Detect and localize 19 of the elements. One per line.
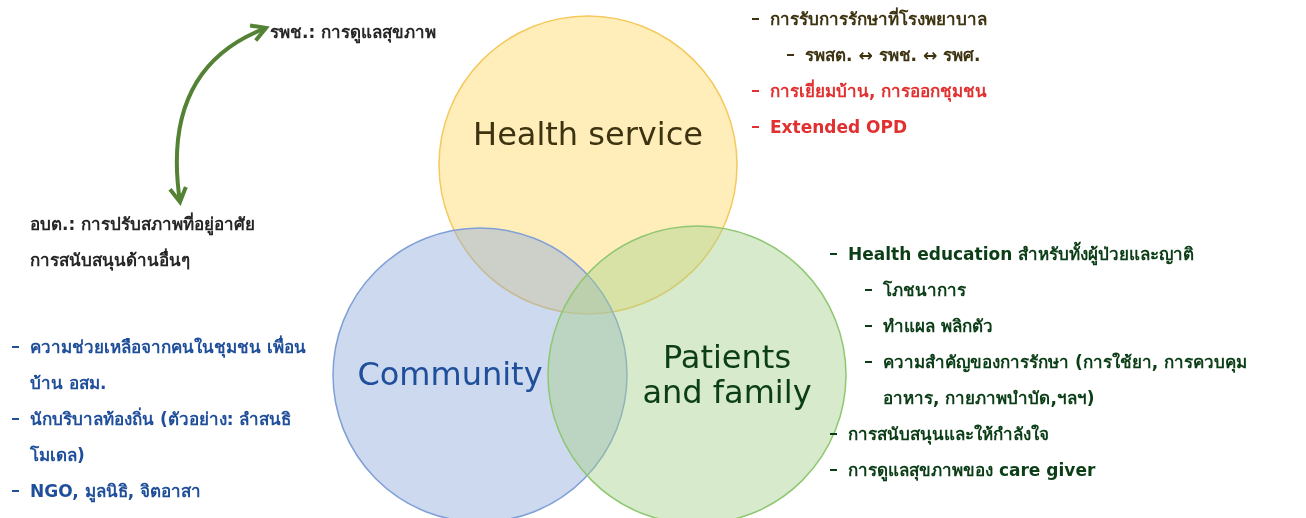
note-text: รพช.: การดูแลสุขภาพ bbox=[270, 14, 470, 50]
bullet-text: NGO, มูลนิธิ, จิตอาสา bbox=[30, 480, 201, 505]
bullet-text: รพสต. ↔ รพช. ↔ รพศ. bbox=[805, 44, 981, 67]
bullet-text: Extended OPD bbox=[770, 116, 908, 139]
circle-title: Patients and family bbox=[641, 339, 813, 411]
bullet-text: ทำแผล พลิกตัว bbox=[883, 315, 993, 338]
bullet-text: การเยี่ยมบ้าน, การออกชุมชน bbox=[770, 78, 988, 104]
bullet-text: โภชนาการ bbox=[883, 279, 966, 302]
bullet-text: นักบริบาลท้องถิ่น (ตัวอย่าง: ลำสนธิโมเดล) bbox=[30, 406, 293, 467]
bullet-text: การดูแลสุขภาพของ care giver bbox=[848, 459, 1096, 484]
bullet-text: ความสำคัญของการรักษา (การใช้ยา, การควบคุมอาหาร, กายภาพบำบัด,ฯลฯ) bbox=[883, 351, 1249, 410]
bullet-text: การรับการรักษาที่โรงพยาบาล bbox=[770, 6, 987, 31]
bullet-text: ความช่วยเหลือจากคนในชุมชน เพื่อนบ้าน อสม. bbox=[30, 334, 307, 395]
double-arrow bbox=[168, 24, 268, 204]
circle-title: Health service bbox=[473, 117, 703, 153]
bullet-text: การสนับสนุนและให้กำลังใจ bbox=[848, 423, 1049, 447]
circle-title: Community bbox=[357, 357, 543, 393]
bullet-text: Health education สำหรับทั้งผู้ป่วยและญาติ bbox=[848, 236, 1195, 272]
note-text: อบต.: การปรับสภาพที่อยู่อาศัย การสนับสนุนด้านอื่นๆ bbox=[30, 206, 290, 278]
